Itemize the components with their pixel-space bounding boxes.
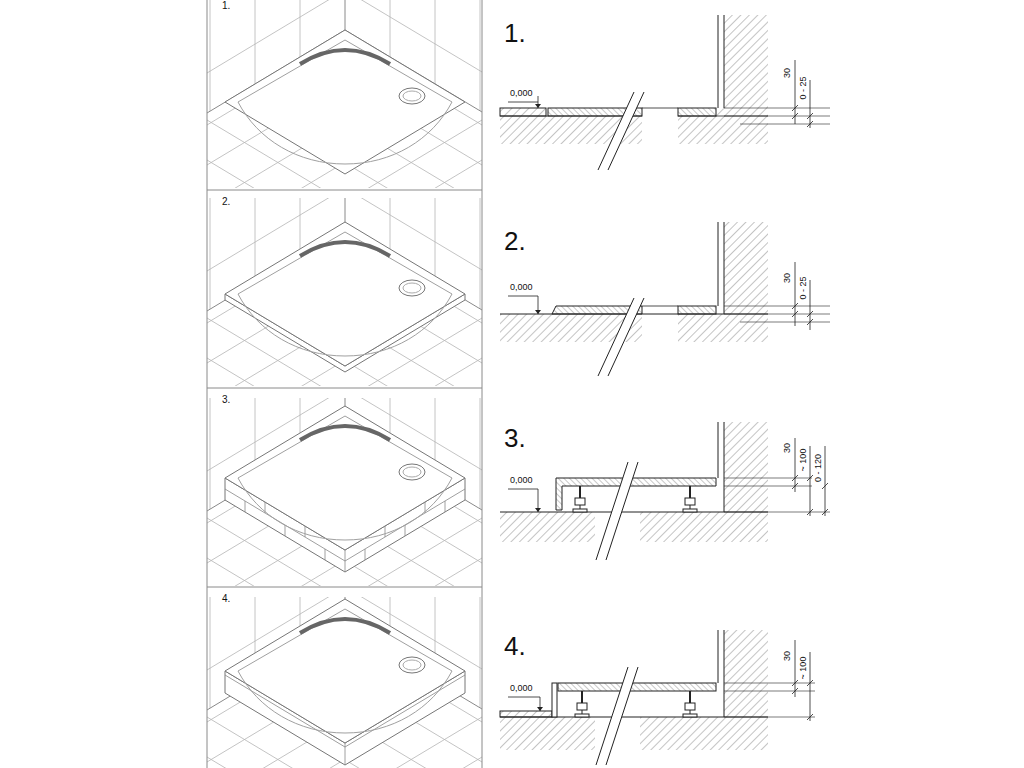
dimension: 0 - 25 — [799, 276, 808, 299]
figure-number: 4. — [222, 594, 230, 604]
figure-number: 1. — [222, 1, 230, 11]
dimension: 30 — [783, 443, 792, 453]
section-number: 1. — [504, 20, 526, 46]
isometric-views — [207, 0, 482, 768]
section-2 — [500, 222, 830, 376]
figure-number: 3. — [222, 395, 230, 405]
level-mark: 0,000 — [510, 476, 533, 485]
section-number: 2. — [504, 228, 526, 254]
section-3 — [500, 422, 830, 560]
dimension: 0 - 120 — [814, 454, 823, 482]
section-number: 3. — [504, 425, 526, 451]
level-mark: 0,000 — [510, 283, 533, 292]
section-number: 4. — [504, 633, 526, 659]
dimension: ~ 100 — [799, 657, 808, 680]
level-mark: 0,000 — [510, 684, 533, 693]
dimension: ~ 100 — [799, 449, 808, 472]
section-4 — [500, 630, 815, 765]
dimension: 0 - 25 — [799, 76, 808, 99]
figure-number: 2. — [222, 197, 230, 207]
dimension: 30 — [783, 68, 792, 78]
dimension: 30 — [783, 651, 792, 661]
level-mark: 0,000 — [510, 89, 533, 98]
section-1 — [500, 15, 830, 170]
dimension: 30 — [783, 273, 792, 283]
